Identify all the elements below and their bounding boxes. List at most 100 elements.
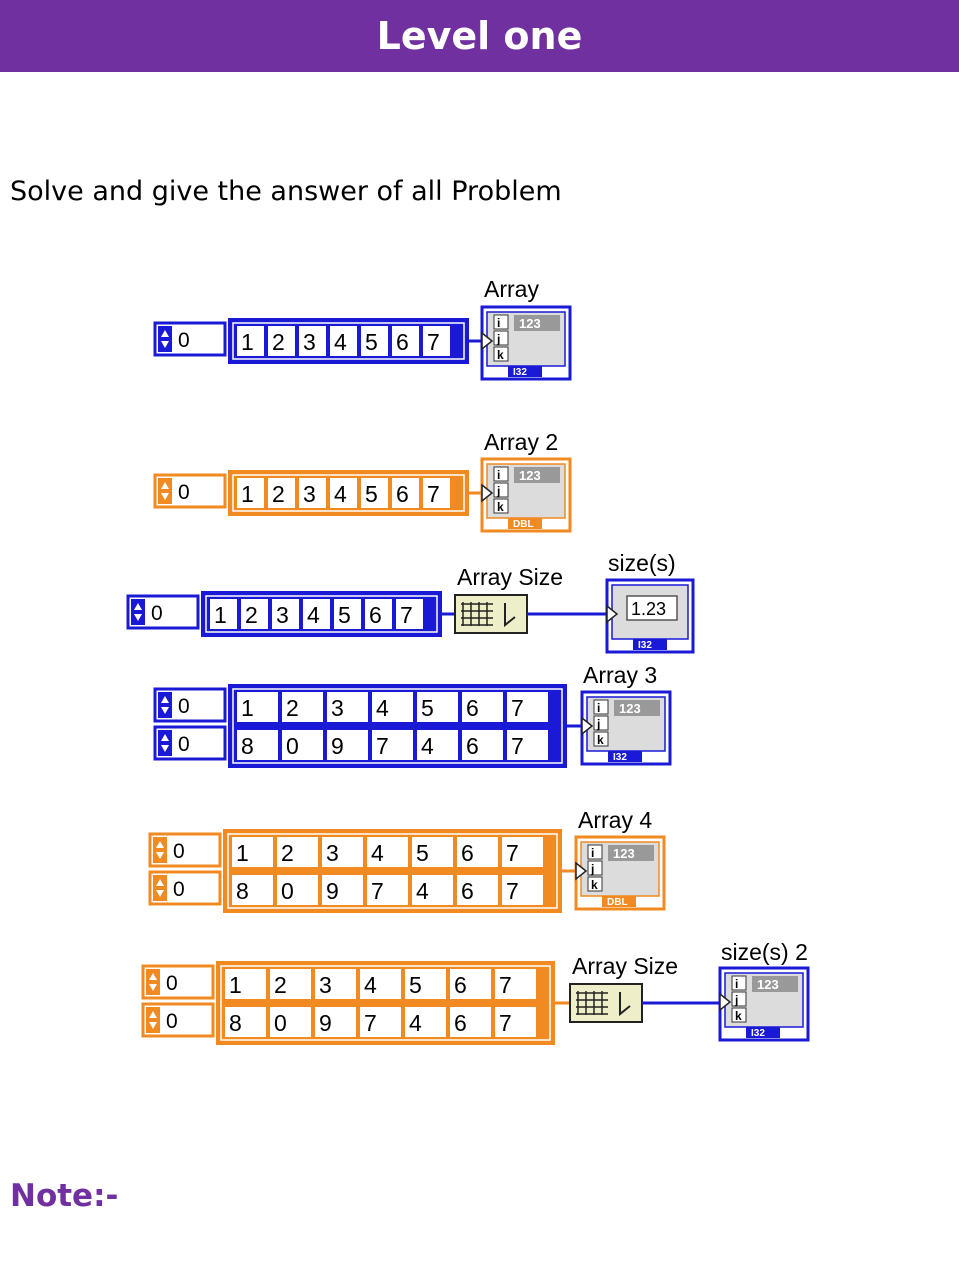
index-box: [493, 330, 509, 346]
array-cell-value: 7: [427, 481, 440, 507]
input-arrow-icon: [719, 992, 732, 1012]
decrement-arrow-icon: [161, 707, 169, 714]
array-cell: [372, 692, 413, 722]
numeric-badge: [514, 467, 560, 483]
array-cell: [372, 730, 413, 760]
increment-arrow-icon: [134, 603, 142, 610]
array-inner-border: [232, 688, 563, 764]
index-box: [731, 991, 747, 1007]
index-box: [593, 715, 609, 731]
array-cell-value: 5: [365, 329, 378, 355]
increment-arrow-icon: [161, 330, 169, 337]
array-cell-value: 8: [236, 878, 249, 904]
index-spinner-icon: [158, 730, 172, 756]
array-cell-value: 7: [499, 1010, 512, 1036]
index-spinner-icon: [158, 326, 172, 352]
indicator-label: Array: [484, 276, 539, 302]
array-cell-value: 8: [229, 1010, 242, 1036]
page-title: Level one: [0, 0, 959, 72]
array-cell: [405, 969, 446, 999]
index-box: [593, 699, 609, 715]
index-box: [493, 314, 509, 330]
array-cell: [268, 326, 295, 356]
array-inner-border: [220, 965, 551, 1041]
index-letter: k: [735, 1009, 742, 1023]
array-cell: [405, 1007, 446, 1037]
index-value: 0: [173, 840, 185, 863]
array-cell: [303, 599, 330, 629]
array-cell-value: 4: [416, 878, 429, 904]
index-letter: k: [591, 878, 598, 892]
array-inner-border: [205, 595, 438, 633]
increment-arrow-icon: [161, 482, 169, 489]
type-badge: [746, 1027, 780, 1038]
array-cell: [327, 730, 368, 760]
index-letter: k: [497, 500, 504, 514]
array-cell-value: 5: [421, 695, 434, 721]
array-cell-value: 3: [276, 602, 289, 628]
array-cell: [277, 837, 318, 867]
array-cell-value: 4: [371, 840, 384, 866]
index-letter: i: [497, 316, 500, 330]
numeric-badge: [614, 700, 660, 716]
array-cell: [423, 478, 450, 508]
index-spinner-icon: [153, 837, 167, 863]
increment-arrow-icon: [161, 696, 169, 703]
array-cell: [360, 1007, 401, 1037]
array-cell-value: 4: [307, 602, 320, 628]
array-cell-value: 2: [272, 481, 285, 507]
decrement-arrow-icon: [161, 745, 169, 752]
array-cell: [225, 1007, 266, 1037]
index-letter: i: [597, 701, 600, 715]
indicator-label: size(s) 2: [721, 939, 808, 965]
array-cell-value: 6: [454, 972, 467, 998]
array-cell: [299, 326, 326, 356]
decrement-arrow-icon: [149, 984, 157, 991]
index-spinner-icon: [153, 875, 167, 901]
array-cell-value: 8: [241, 733, 254, 759]
index-letter: j: [496, 332, 500, 346]
array-cell-value: 7: [511, 695, 524, 721]
index-letter: j: [590, 862, 594, 876]
numeric-badge-text: 123: [519, 316, 541, 331]
index-spinner-icon: [131, 599, 145, 625]
array-size-node: [569, 983, 643, 1023]
array-cell: [315, 1007, 356, 1037]
indicator-label: Array 3: [583, 662, 657, 688]
index-letter: j: [596, 717, 600, 731]
array-size-label: Array Size: [457, 564, 563, 590]
numeric-badge-text: 123: [613, 846, 635, 861]
input-arrow-icon: [481, 331, 494, 351]
type-badge-text: DBL: [607, 897, 628, 908]
array-cell-value: 7: [511, 733, 524, 759]
increment-arrow-icon: [149, 973, 157, 980]
decrement-arrow-icon: [149, 1022, 157, 1029]
array-cell: [365, 599, 392, 629]
array-cell-value: 6: [461, 878, 474, 904]
input-arrow-icon: [606, 604, 619, 624]
decrement-arrow-icon: [156, 890, 164, 897]
array-cell: [502, 875, 543, 905]
numeric-badge-text: 123: [519, 468, 541, 483]
index-box: [587, 844, 603, 860]
array-cell: [299, 478, 326, 508]
index-box: [593, 731, 609, 747]
numeric-badge-text: 123: [619, 701, 641, 716]
array-cell-value: 7: [371, 878, 384, 904]
array-cell-value: 5: [365, 481, 378, 507]
array-cell-value: 1: [229, 972, 242, 998]
index-letter: j: [734, 993, 738, 1007]
array-cell: [270, 969, 311, 999]
type-badge-text: I32: [613, 752, 627, 763]
array-cell-value: 3: [326, 840, 339, 866]
array-cell: [237, 478, 264, 508]
array-cell-value: 6: [369, 602, 382, 628]
array-cell: [392, 326, 419, 356]
array-cell: [507, 730, 548, 760]
index-letter: j: [496, 484, 500, 498]
index-spinner-icon: [146, 1007, 160, 1033]
array-cell: [232, 837, 273, 867]
array-cell-value: 0: [281, 878, 294, 904]
array-cell: [423, 326, 450, 356]
